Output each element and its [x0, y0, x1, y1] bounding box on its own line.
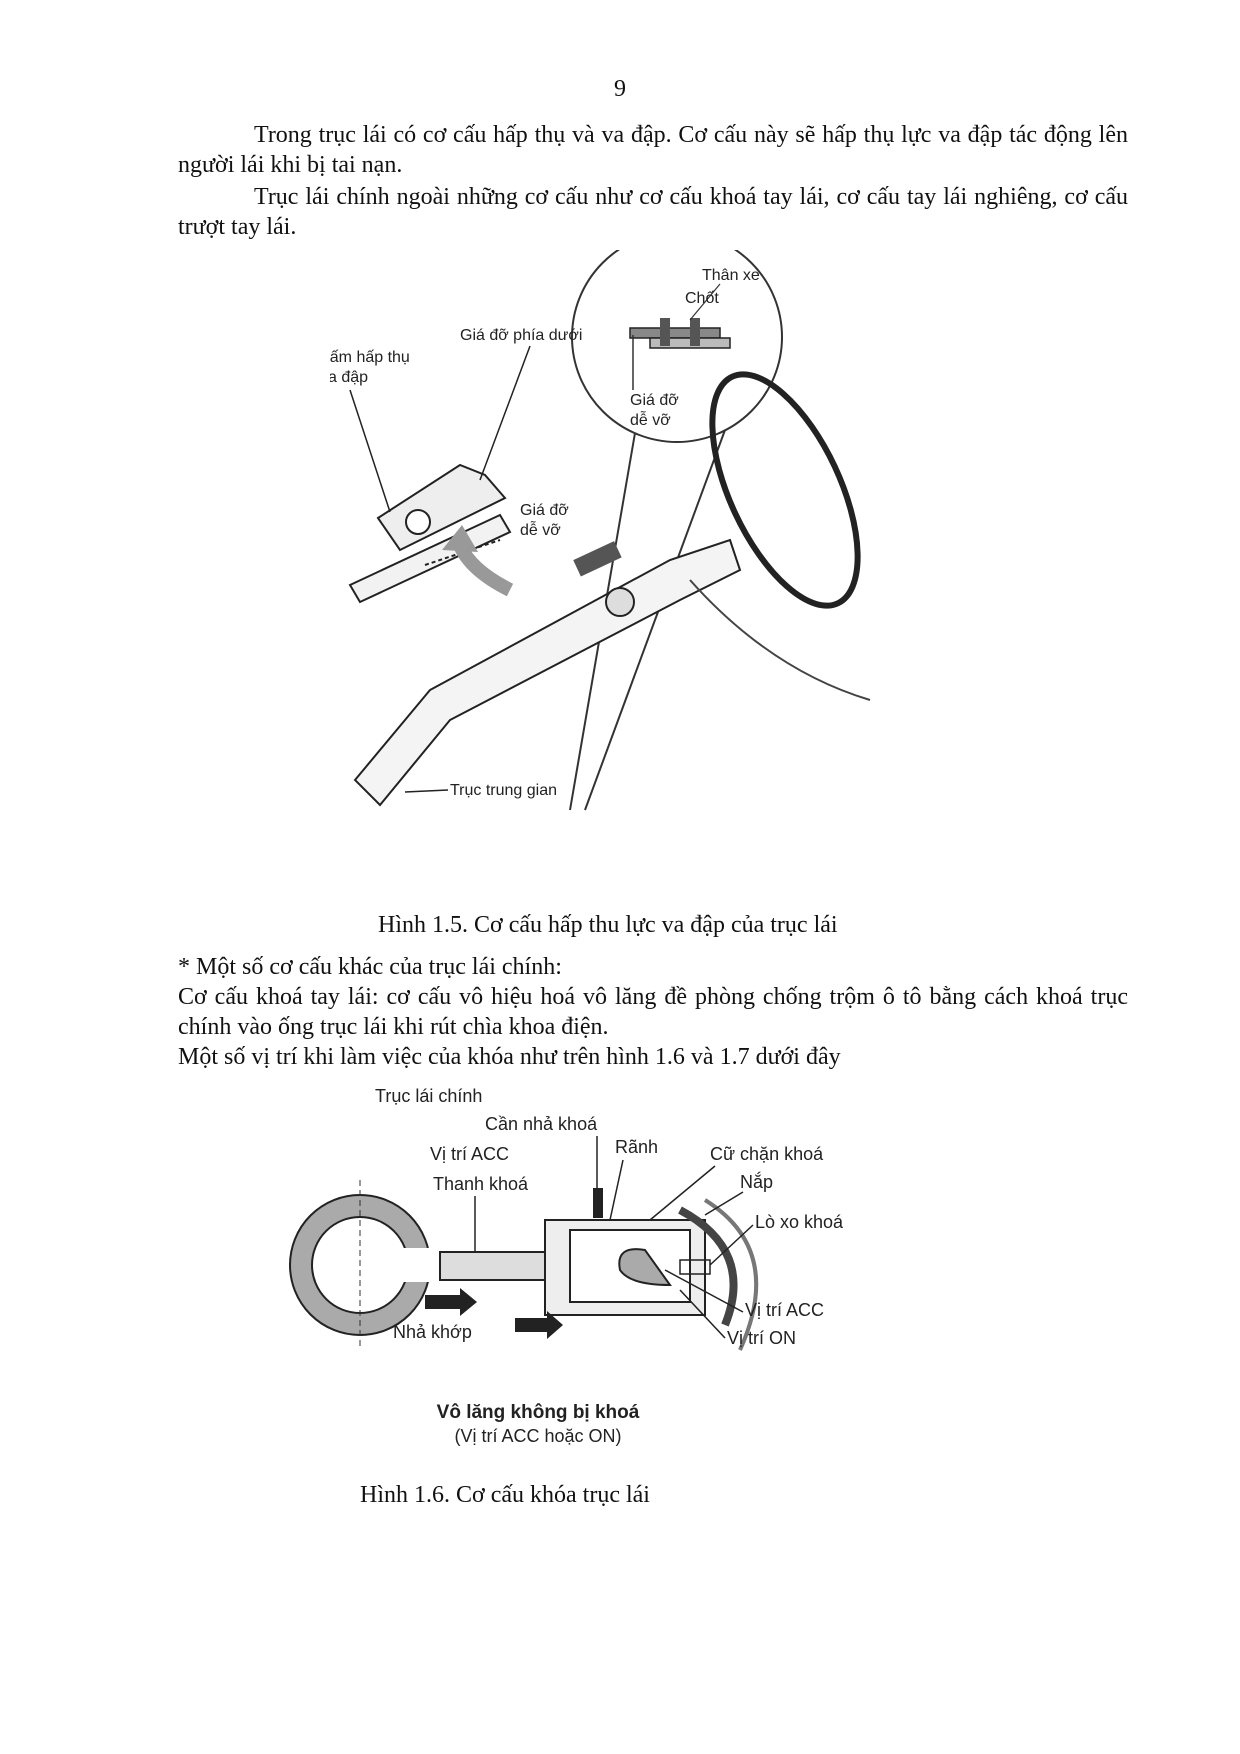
label-lo-xo-khoa: Lò xo khoá — [755, 1212, 844, 1232]
page-number: 9 — [614, 76, 626, 102]
section-heading: * Một số cơ cấu khác của trục lái chính: — [178, 954, 562, 980]
section-line-2: Một số vị trí khi làm việc của khóa như … — [178, 1044, 841, 1070]
label-can-nha-khoa: Cần nhả khoá — [485, 1114, 598, 1134]
label-inset-gia-do-1: Giá đỡ — [630, 392, 679, 409]
paragraph-2: Trục lái chính ngoài những cơ cấu như cơ… — [178, 184, 1128, 240]
label-chot: Chốt — [685, 290, 719, 307]
figure-1-6-subtitle-2: (Vị trí ACC hoặc ON) — [454, 1426, 621, 1446]
label-nha-khop: Nhả khớp — [393, 1322, 472, 1342]
section-line-1: Cơ cấu khoá tay lái: cơ cấu vô hiệu hoá … — [178, 984, 1128, 1040]
figure-1-6-steering-lock: Trục lái chính Thanh khoá Cần nhả khoá V… — [289, 1086, 844, 1446]
label-gia-do-de-vo-1: Giá đỡ — [520, 502, 569, 519]
label-vi-tri-acc-right: Vị trí ACC — [745, 1300, 824, 1320]
paragraph-1: Trong trục lái có cơ cấu hấp thụ và va đ… — [178, 122, 1128, 178]
label-truc-lai-chinh: Trục lái chính — [375, 1086, 482, 1106]
label-vi-tri-acc-top: Vị trí ACC — [430, 1144, 509, 1164]
label-nap: Nắp — [740, 1171, 773, 1192]
figure-1-5-steering-column: Thân xe Chốt Giá đỡ dễ vỡ Giá đỡ phía dư… — [330, 250, 871, 811]
label-tam-hap-thu-1: Tấm hấp thụ — [330, 349, 410, 366]
label-thanh-khoa: Thanh khoá — [433, 1174, 529, 1194]
label-than-xe: Thân xe — [702, 267, 760, 284]
label-ranh: Rãnh — [615, 1137, 658, 1157]
figure-1-5-caption: Hình 1.5. Cơ cấu hấp thu lực va đập của … — [378, 912, 838, 938]
figure-1-6-subtitle-1: Vô lăng không bị khoá — [437, 1402, 640, 1423]
label-gia-do-de-vo-2: dễ vỡ — [520, 520, 561, 539]
label-truc-trung-gian: Trục trung gian — [450, 782, 557, 799]
label-inset-gia-do-2: dễ vỡ — [630, 410, 671, 429]
label-vi-tri-on: Vị trí ON — [727, 1328, 796, 1348]
figure-1-6-caption: Hình 1.6. Cơ cấu khóa trục lái — [360, 1482, 650, 1508]
label-tam-hap-thu-2: va đập — [330, 369, 368, 386]
label-gia-do-phia-duoi: Giá đỡ phía dưới — [460, 327, 582, 344]
label-cu-chan-khoa: Cữ chặn khoá — [710, 1144, 824, 1164]
